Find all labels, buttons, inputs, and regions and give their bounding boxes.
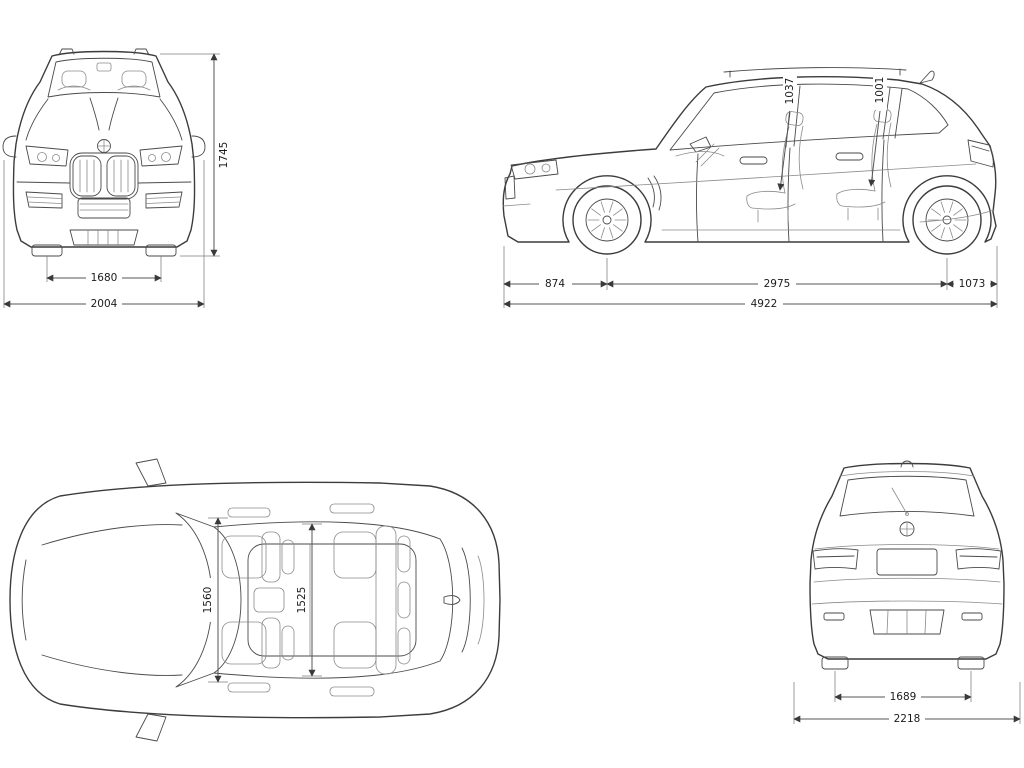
fin-antenna <box>900 460 914 468</box>
bumper-crease <box>811 600 1003 605</box>
hood-creases <box>21 524 183 676</box>
kidney-grille <box>69 152 139 200</box>
dim-top-rear-interior-width: 1525 <box>296 587 308 614</box>
dim-side-front-headroom: 1037 <box>784 78 796 105</box>
rear-car-drawing <box>809 460 1005 670</box>
dim-front-track: 1680 <box>91 272 118 284</box>
dim-rear-track: 1689 <box>890 691 917 703</box>
tailgate-seam-upper <box>814 544 1000 550</box>
side-view: 1037 1001 874 2975 1073 4922 <box>502 67 998 310</box>
door-seams <box>696 139 885 243</box>
windshield <box>47 57 161 98</box>
front-door-handle <box>739 156 768 165</box>
taillight <box>967 139 994 168</box>
swage-line <box>555 163 977 191</box>
seats-plan <box>221 503 411 697</box>
rear-door-handle <box>835 152 864 161</box>
front-bumper <box>16 181 192 246</box>
dim-side-rear-headroom: 1001 <box>874 77 886 104</box>
side-dimensions: 1037 1001 874 2975 1073 4922 <box>503 70 998 310</box>
hood-creases <box>25 97 183 141</box>
grille-side <box>504 175 516 200</box>
reflector-left <box>823 612 845 621</box>
front-view: 1745 1680 2004 <box>2 48 230 310</box>
top-car-drawing <box>9 458 501 742</box>
rear-view: 1689 2218 <box>793 460 1021 725</box>
shark-fin-antenna <box>919 70 935 84</box>
license-plate-recess <box>876 548 938 576</box>
glasshouse <box>669 83 949 151</box>
dim-rear-overall-width: 2218 <box>894 713 921 725</box>
front-wheel <box>572 185 642 255</box>
top-dimensions: 1560 1525 <box>202 517 322 683</box>
front-seats-through-glass <box>57 70 151 91</box>
rear-diffuser <box>869 609 945 635</box>
side-mirrors <box>2 135 206 158</box>
roof-rails <box>58 48 150 56</box>
dim-top-front-interior-width: 1560 <box>202 587 214 614</box>
roof-side-lines <box>213 521 441 679</box>
dim-side-wheelbase: 2975 <box>764 278 791 290</box>
bmw-roundel-rear <box>899 521 915 537</box>
dim-front-overall-height: 1745 <box>218 142 230 169</box>
rearview-mirror <box>96 62 112 72</box>
bmw-roundel <box>97 139 111 153</box>
roof-spoiler <box>839 471 975 477</box>
dim-front-width: 2004 <box>91 298 118 310</box>
tailgate-seam-lower <box>813 577 1001 583</box>
rear-window-plan <box>439 538 471 662</box>
top-view: 1560 1525 <box>9 458 501 742</box>
reflector-right <box>961 612 983 621</box>
rear-wheels <box>821 656 985 670</box>
panoramic-sunroof <box>247 543 417 657</box>
side-mirrors-plan <box>135 458 167 742</box>
front-car-drawing <box>2 48 206 257</box>
front-dimensions: 1745 1680 2004 <box>3 53 230 310</box>
rear-wiper <box>891 487 908 515</box>
rear-wheel <box>912 185 982 255</box>
dim-side-rear-overhang: 1073 <box>959 278 986 290</box>
headlight <box>510 159 559 180</box>
taillights <box>812 548 1002 570</box>
headlights <box>25 145 183 167</box>
rear-window <box>839 475 975 517</box>
rear-dimensions: 1689 2218 <box>793 671 1021 725</box>
air-breather <box>647 175 662 211</box>
interior-seats <box>675 108 892 223</box>
side-car-drawing <box>502 67 997 255</box>
dim-side-overall-length: 4922 <box>751 298 778 310</box>
fin-antenna-plan <box>443 595 461 605</box>
roof-rail <box>723 67 907 78</box>
dim-side-front-overhang: 874 <box>545 278 565 290</box>
